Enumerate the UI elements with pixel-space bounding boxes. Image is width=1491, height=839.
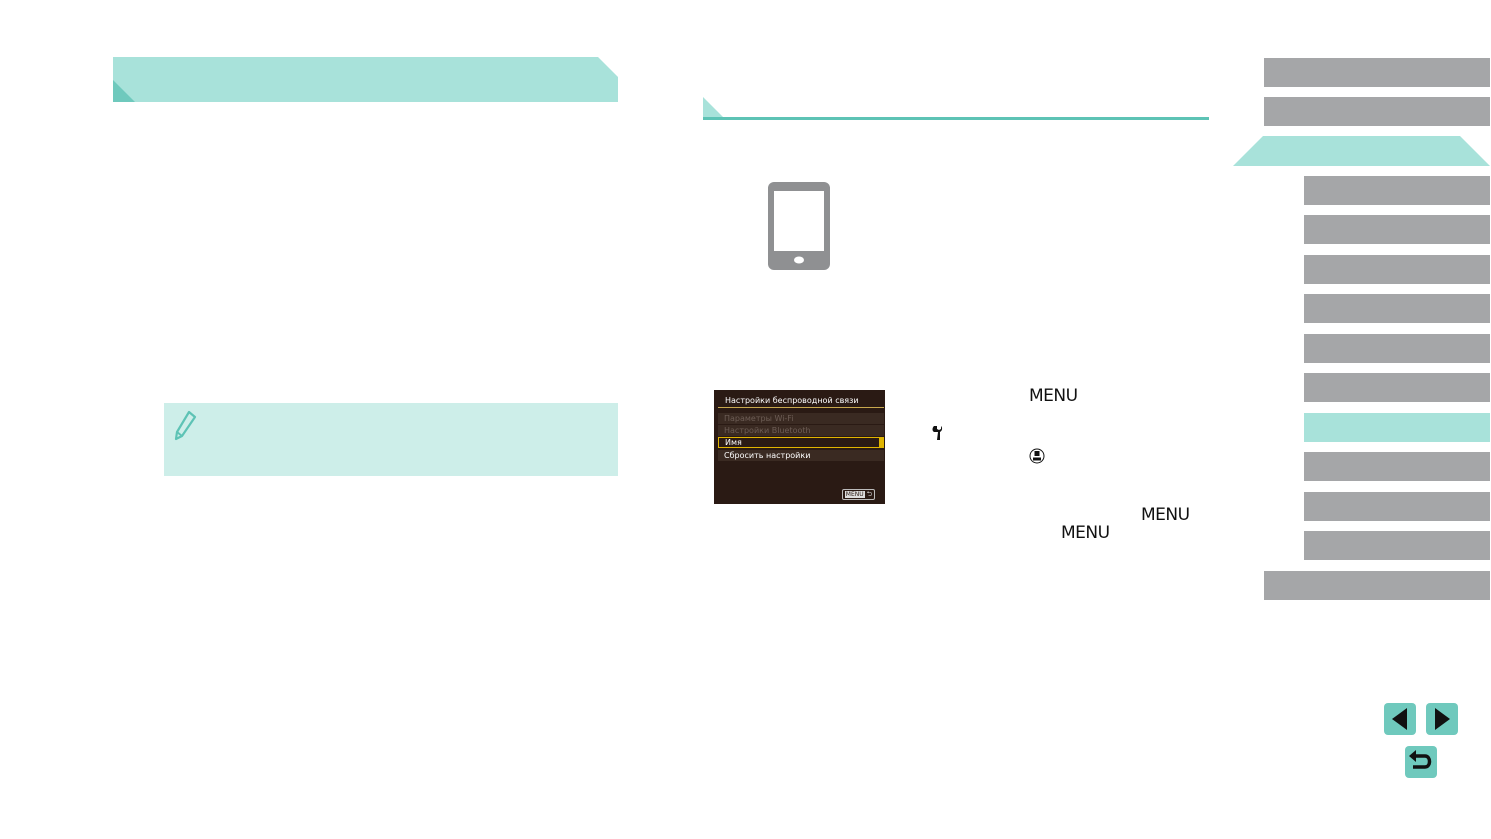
- section-title-band: [113, 57, 618, 102]
- previous-page-button[interactable]: [1384, 703, 1416, 735]
- previous-page-arrow: [1392, 708, 1407, 730]
- menu-mini-label: MENU: [844, 491, 865, 498]
- return-button[interactable]: [1405, 746, 1437, 778]
- section-band-corner: [113, 80, 135, 102]
- screen-title-divider: [718, 407, 884, 408]
- nav-tab-last[interactable]: [1264, 571, 1490, 600]
- screen-menu-item-selected: Имя: [718, 437, 884, 448]
- screen-menu-return-button: MENU ⮌: [842, 489, 875, 500]
- current-tab-notch: [1233, 136, 1263, 166]
- next-page-arrow: [1435, 708, 1450, 730]
- screen-menu-item: Настройки Bluetooth: [718, 425, 884, 436]
- nav-tab-1[interactable]: [1264, 58, 1490, 87]
- screen-menu-item: Сбросить настройки: [718, 450, 884, 461]
- return-mini-icon: ⮌: [866, 490, 873, 498]
- wrench-icon: [932, 426, 943, 440]
- menu-button-symbol: MENU: [1141, 505, 1190, 525]
- sub-heading: [703, 97, 1209, 121]
- nav-tab-2[interactable]: [1264, 97, 1490, 126]
- nav-subtab-1[interactable]: [1304, 176, 1490, 205]
- next-page-button[interactable]: [1426, 703, 1458, 735]
- nav-subtab-9[interactable]: [1304, 492, 1490, 521]
- nav-subtab-5[interactable]: [1304, 334, 1490, 363]
- nav-subtab-3[interactable]: [1304, 255, 1490, 284]
- sub-heading-rule: [703, 117, 1209, 120]
- nav-subtab-8[interactable]: [1304, 452, 1490, 481]
- nav-subtab-active[interactable]: [1304, 413, 1490, 442]
- nav-subtab-10[interactable]: [1304, 531, 1490, 560]
- nav-tab-current-section[interactable]: [1233, 136, 1490, 166]
- note-box: [164, 403, 618, 476]
- smartphone-icon: [768, 182, 830, 270]
- nav-subtab-4[interactable]: [1304, 294, 1490, 323]
- camera-lcd-screenshot: Настройки беспроводной связи Параметры W…: [714, 390, 885, 504]
- screen-title: Настройки беспроводной связи: [725, 396, 859, 405]
- nav-subtab-6[interactable]: [1304, 373, 1490, 402]
- nav-subtab-2[interactable]: [1304, 215, 1490, 244]
- menu-button-symbol: MENU: [1061, 523, 1110, 543]
- screen-menu-item: Параметры Wi-Fi: [718, 413, 884, 424]
- pencil-icon: [174, 410, 197, 441]
- menu-button-symbol: MENU: [1029, 386, 1078, 406]
- return-icon: [1409, 750, 1432, 769]
- sub-heading-marker: [703, 97, 725, 119]
- func-set-icon: [1029, 448, 1045, 464]
